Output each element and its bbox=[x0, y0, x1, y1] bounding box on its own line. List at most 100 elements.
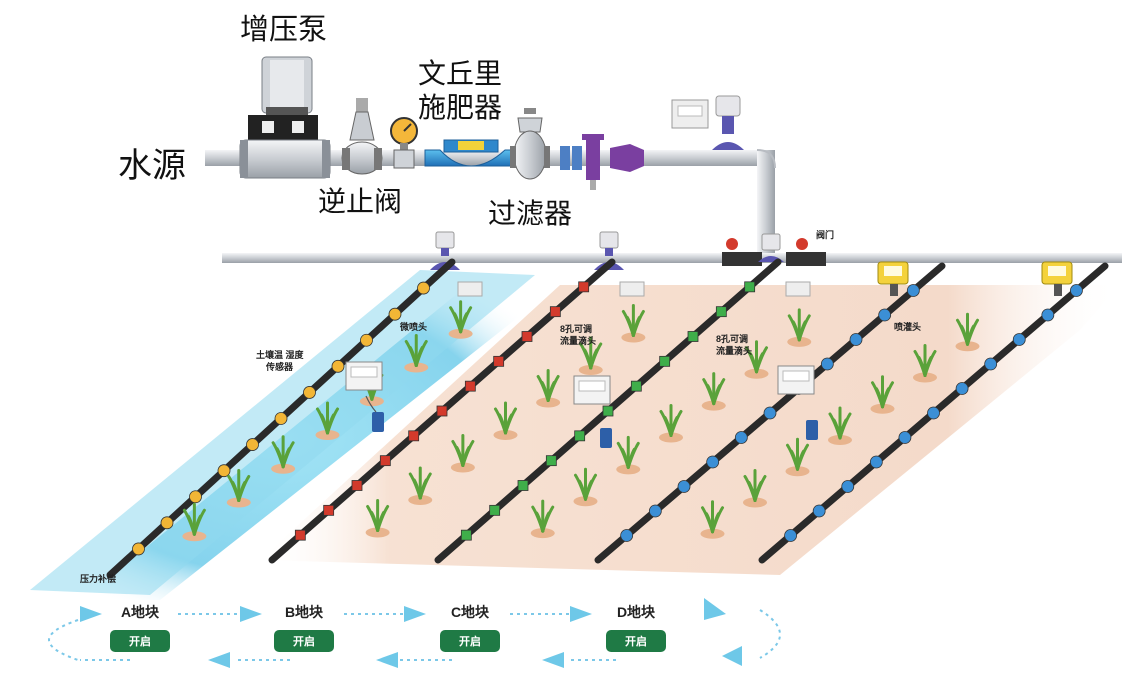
emitter-icon bbox=[841, 480, 855, 493]
emitter-icon bbox=[812, 504, 826, 518]
emitter-icon bbox=[351, 480, 363, 491]
plant-icon bbox=[365, 499, 390, 538]
plant-icon bbox=[315, 401, 340, 440]
emitter-icon bbox=[744, 281, 756, 293]
emitter-icon bbox=[521, 331, 533, 342]
emitter-icon bbox=[906, 284, 920, 297]
emitter-icon bbox=[489, 504, 501, 516]
emitter-icon bbox=[460, 529, 472, 541]
emitter-icon bbox=[574, 430, 586, 442]
plant-icon bbox=[578, 336, 603, 375]
emitter-icon bbox=[715, 306, 727, 318]
moisture-sensor-a-icon bbox=[345, 361, 384, 432]
flow-dripper-b-label-2: 流量滴头 bbox=[560, 336, 597, 346]
crop-plants bbox=[182, 300, 980, 542]
plant-icon bbox=[744, 340, 769, 379]
solenoid-d1-icon bbox=[877, 261, 909, 296]
emitter-icon bbox=[734, 431, 748, 444]
filter-icon bbox=[510, 108, 550, 180]
plant-icon bbox=[743, 469, 767, 508]
emitter-icon bbox=[602, 405, 614, 417]
plant-icon bbox=[659, 404, 683, 443]
flow-dripper-c-label-2: 流量滴头 bbox=[716, 346, 753, 356]
plant-icon bbox=[573, 467, 598, 507]
plot-c-open-button[interactable]: 开启 bbox=[440, 630, 500, 652]
emitter-icon bbox=[549, 306, 561, 318]
plant-icon bbox=[226, 469, 251, 508]
emitter-icon bbox=[578, 281, 590, 293]
micro-sprinkler-label: 微喷头 bbox=[400, 322, 428, 332]
plot-d-open-button[interactable]: 开启 bbox=[606, 630, 666, 652]
emitter-icon bbox=[849, 333, 863, 346]
dripper-a-label: 压力补偿 bbox=[80, 574, 117, 584]
emitter-icon bbox=[217, 464, 231, 478]
plant-icon bbox=[448, 300, 473, 339]
plot-b-open-button[interactable]: 开启 bbox=[274, 630, 334, 652]
emitter-icon bbox=[294, 529, 306, 541]
flow-fittings-icon bbox=[560, 134, 644, 190]
field-a-water bbox=[20, 270, 540, 600]
emitters bbox=[132, 281, 1083, 556]
emitter-icon bbox=[878, 308, 892, 322]
plant-icon bbox=[408, 466, 433, 505]
moisture-sensor-label-2: 传感器 bbox=[266, 362, 294, 372]
emitter-icon bbox=[360, 333, 373, 347]
emitter-icon bbox=[648, 504, 662, 518]
plant-icon bbox=[182, 502, 207, 542]
plant-icon bbox=[450, 434, 475, 473]
emitter-icon bbox=[545, 455, 557, 467]
emitter-icon bbox=[1041, 308, 1055, 322]
emitter-icon bbox=[706, 455, 720, 469]
emitter-icon bbox=[323, 504, 335, 516]
solenoid-d2-icon bbox=[1041, 261, 1073, 296]
emitter-icon bbox=[408, 430, 420, 442]
filter-label: 过滤器 bbox=[488, 199, 573, 230]
plant-icon bbox=[785, 437, 810, 477]
gate-valve-label: 阀门 bbox=[816, 230, 835, 240]
emitter-icon bbox=[869, 455, 883, 469]
plot-a-open-button[interactable]: 开启 bbox=[110, 630, 170, 652]
emitter-icon bbox=[784, 529, 797, 542]
moisture-sensor-b-icon bbox=[573, 375, 612, 448]
emitter-icon bbox=[1012, 333, 1026, 346]
plot-d-name: D地块 bbox=[616, 604, 656, 620]
emitter-icon bbox=[246, 438, 259, 451]
emitter-icon bbox=[763, 406, 777, 420]
venturi-label-line2: 施肥器 bbox=[418, 93, 503, 124]
plant-icon bbox=[828, 406, 852, 445]
emitter-icon bbox=[517, 480, 529, 491]
emitter-icon bbox=[436, 405, 448, 417]
plant-icon bbox=[701, 372, 726, 411]
controller-box-icon bbox=[671, 95, 744, 150]
emitter-icon bbox=[160, 516, 174, 530]
emitter-icon bbox=[659, 355, 671, 367]
emitter-icon bbox=[303, 386, 316, 399]
emitter-icon bbox=[677, 480, 691, 493]
emitter-icon bbox=[189, 490, 202, 504]
plot-a-name: A地块 bbox=[120, 604, 160, 620]
pressure-gauge-icon bbox=[390, 117, 418, 169]
emitter-icon bbox=[620, 529, 634, 542]
emitter-icon bbox=[898, 431, 912, 444]
emitter-icon bbox=[687, 331, 699, 342]
venturi-label-line1: 文丘里 bbox=[418, 59, 503, 90]
emitter-icon bbox=[274, 412, 288, 425]
water-source-label: 水源 bbox=[118, 148, 186, 185]
emitter-icon bbox=[955, 382, 969, 395]
moisture-sensor-c-icon bbox=[777, 365, 818, 440]
emitter-icon bbox=[331, 359, 345, 373]
gate-valve-icon bbox=[722, 233, 826, 266]
plot-c-name: C地块 bbox=[450, 604, 490, 620]
sprayer-d-label: 喷灌头 bbox=[894, 322, 922, 332]
emitter-icon bbox=[984, 357, 998, 371]
plant-icon bbox=[530, 499, 555, 539]
flow-dripper-b-label-1: 8孔可调 bbox=[560, 324, 593, 334]
emitter-icon bbox=[820, 357, 834, 371]
plant-icon bbox=[493, 401, 518, 440]
check-valve-label: 逆止阀 bbox=[318, 187, 403, 218]
emitter-icon bbox=[132, 542, 145, 556]
meter-tag-icons bbox=[457, 281, 811, 297]
plant-icon bbox=[913, 344, 937, 383]
field-soil bbox=[260, 285, 1120, 575]
